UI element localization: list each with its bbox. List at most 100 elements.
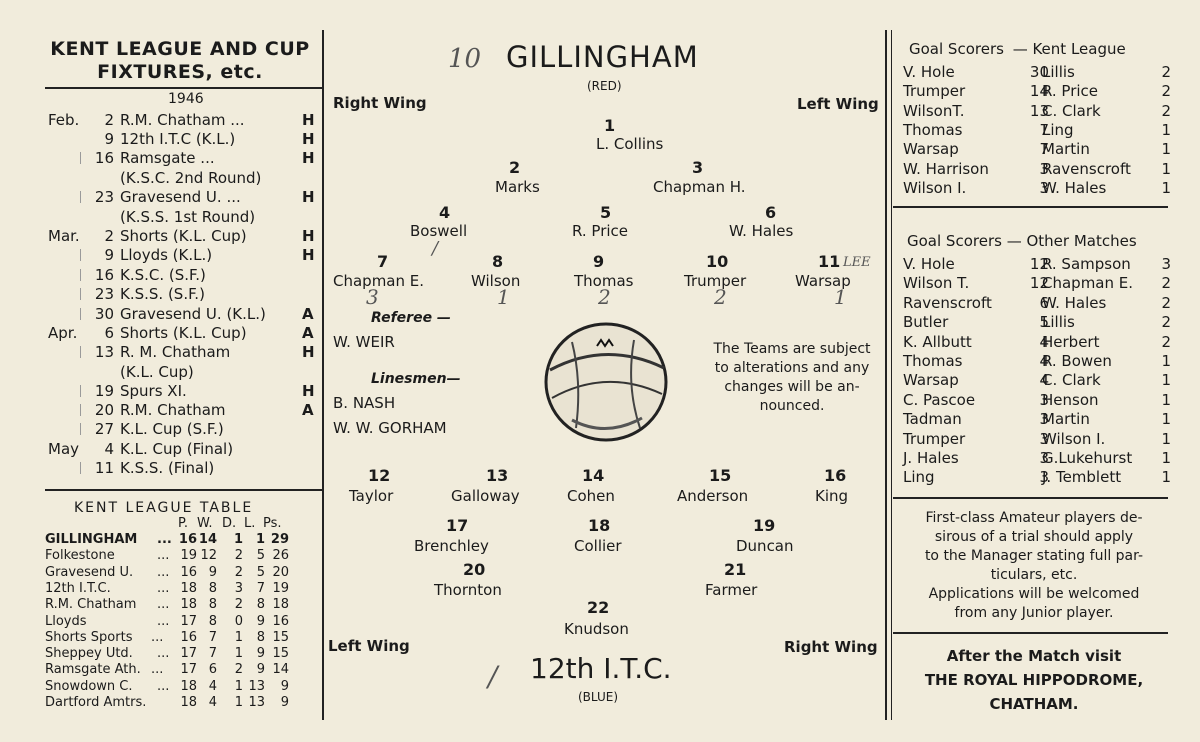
home-player-number: 7 <box>377 252 389 271</box>
league-l: 13 <box>248 695 265 710</box>
away-player-number: 20 <box>463 560 486 579</box>
fixture-day: 4 <box>104 440 114 458</box>
league-d: 2 <box>234 597 243 613</box>
league-d: 3 <box>234 580 243 596</box>
league-p: 16 <box>180 564 197 580</box>
league-ps: 19 <box>272 580 289 596</box>
scorer-name: Wilson I. <box>903 178 967 197</box>
amateur-line: to the Manager stating full par- <box>924 548 1144 564</box>
away-player-number: 22 <box>587 598 610 617</box>
scorer-name: C. Clark <box>1042 371 1101 390</box>
league-l: 9 <box>256 646 265 662</box>
scorer-goals: 2 <box>1161 63 1171 81</box>
tally-mark <box>80 423 91 435</box>
scorer-goals: 2 <box>1161 332 1171 351</box>
league-p: 16 <box>180 629 197 645</box>
league-d: 1 <box>234 629 243 645</box>
league-l: 8 <box>256 597 265 613</box>
scorer-name: K. Allbutt <box>903 332 972 351</box>
fixture-day: 2 <box>104 227 114 245</box>
scorer-goals: 2 <box>1161 101 1171 120</box>
league-team-name: Gravesend U. <box>45 564 134 580</box>
league-d: 2 <box>234 662 243 678</box>
home-player-name: Chapman E. <box>333 272 425 290</box>
away-player-name: Taylor <box>349 487 394 505</box>
league-p: 16 <box>178 532 197 547</box>
league-w: 4 <box>208 695 217 710</box>
fixture-row: (K.L. Cup) <box>0 362 320 382</box>
home-team-colour: (RED) <box>587 79 622 93</box>
scorer-name: Trumper <box>903 429 966 448</box>
ad-line: THE ROYAL HIPPODROME, <box>924 671 1144 689</box>
applications-line: from any Junior player. <box>954 605 1114 621</box>
league-d: 1 <box>234 646 243 662</box>
scorer-name: J. Hales <box>903 449 959 467</box>
home-player-name: Marks <box>495 178 540 196</box>
scorer-name: V. Hole <box>903 255 955 273</box>
scorer-goals: 1 <box>1161 371 1171 390</box>
scorer-name: R. Sampson <box>1042 255 1131 273</box>
scorer-name: Martin <box>1042 410 1090 429</box>
handwritten-tick: / <box>432 238 439 259</box>
scorer-goals: 1 <box>1161 140 1171 159</box>
league-p: 17 <box>180 613 197 629</box>
fixture-day: 30 <box>94 305 114 323</box>
scorer-name: W. Harrison <box>903 159 989 178</box>
league-w: 9 <box>208 564 217 580</box>
scorer-goals: 2 <box>1161 274 1171 293</box>
fixture-day: 23 <box>94 188 114 206</box>
league-dots: ... <box>157 564 170 580</box>
league-d: 2 <box>234 564 243 580</box>
left-wing-label-top: Left Wing <box>797 95 879 113</box>
handwritten-goal-count: 1 <box>497 285 510 309</box>
scorer-goals: 7 <box>1039 140 1049 159</box>
scorer-goals: 3 <box>1039 429 1049 448</box>
right-wing-label-bottom: Right Wing <box>784 638 878 656</box>
scorer-goals: 3 <box>1039 468 1049 487</box>
away-player-number: 21 <box>724 560 747 579</box>
league-d: 2 <box>234 548 243 564</box>
fixture-opponent: K.L. Cup (Final) <box>120 440 234 458</box>
scorer-goals: 7 <box>1039 120 1049 139</box>
scorer-name: Tadman <box>903 410 962 429</box>
fixture-day: 27 <box>94 420 114 438</box>
scorer-name: C. Pascoe <box>903 390 976 409</box>
league-dots: ... <box>157 548 170 564</box>
league-team-name: Lloyds <box>45 613 87 629</box>
league-dots: ... <box>151 629 164 645</box>
amateur-line: ticulars, etc. <box>990 567 1078 583</box>
scorer-name: Lillis <box>1042 313 1075 332</box>
fixture-day: 11 <box>94 459 114 477</box>
away-player-name: Cohen <box>567 487 615 505</box>
fixture-opponent: R.M. Chatham <box>120 401 226 419</box>
fixture-opponent: (K.S.C. 2nd Round) <box>120 169 262 187</box>
league-w: 6 <box>208 662 217 678</box>
scorer-name: Ling <box>1042 120 1074 139</box>
fixture-day: 16 <box>94 266 114 284</box>
away-player-number: 19 <box>753 516 776 535</box>
away-player-name: Thornton <box>434 581 502 599</box>
fixture-day: 2 <box>104 111 114 129</box>
home-player-number: 9 <box>593 252 605 271</box>
league-p: 17 <box>180 662 197 678</box>
league-dots: ... <box>157 613 170 629</box>
fixture-opponent: R.M. Chatham ... <box>120 111 245 129</box>
league-l: 9 <box>256 662 265 678</box>
fixture-day: 19 <box>94 382 114 400</box>
fixture-month: Mar. <box>48 227 80 245</box>
home-player-name: Chapman H. <box>653 178 746 196</box>
fixture-home-away: A <box>302 401 314 419</box>
league-d: 1 <box>234 695 243 710</box>
home-player-name: R. Price <box>572 222 629 240</box>
